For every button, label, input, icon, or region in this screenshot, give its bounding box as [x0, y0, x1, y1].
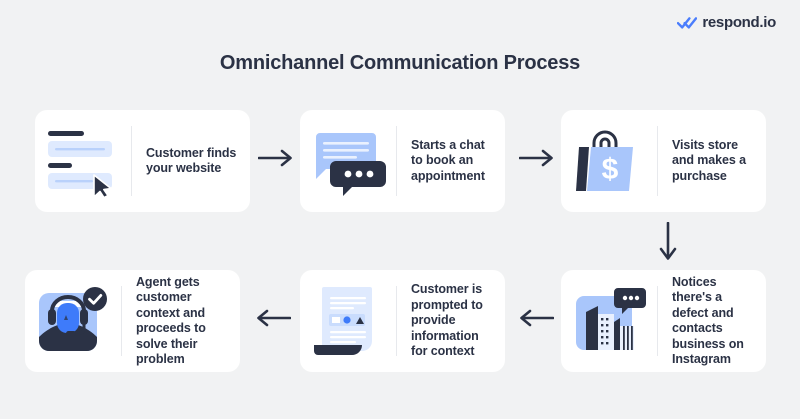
page-title: Omnichannel Communication Process	[219, 52, 581, 74]
step-card-4: Notices there's a defect and contacts bu…	[561, 270, 766, 372]
double-check-icon	[677, 16, 698, 30]
city-buildings-chat-icon	[561, 270, 657, 372]
step-card-5: Customer is prompted to provide informat…	[300, 270, 505, 372]
step-card-3-label: Visits store and makes a purchase	[672, 137, 746, 183]
step-card-1: Customer finds your website	[35, 110, 250, 212]
card-divider	[396, 126, 397, 196]
shopping-bag-dollar-icon: $	[561, 110, 657, 212]
support-agent-check-icon	[25, 270, 121, 372]
brand-name: respond.io	[702, 14, 776, 31]
document-form-icon	[300, 270, 396, 372]
svg-text:$: $	[602, 153, 619, 186]
step-card-5-label: Customer is prompted to provide informat…	[411, 282, 483, 359]
step-card-1-label: Customer finds your website	[146, 145, 237, 176]
arrow-right-icon-1	[258, 146, 294, 170]
card-divider	[121, 286, 122, 356]
arrow-left-icon-2	[255, 306, 291, 330]
card-divider	[657, 286, 658, 356]
arrow-left-icon-1	[518, 306, 554, 330]
step-card-6-label: Agent gets customer context and proceeds…	[136, 274, 206, 367]
card-divider	[657, 126, 658, 196]
card-divider	[131, 126, 132, 196]
step-card-6: Agent gets customer context and proceeds…	[25, 270, 240, 372]
step-card-2: Starts a chat to book an appointment	[300, 110, 505, 212]
card-divider	[396, 286, 397, 356]
arrow-down-icon	[655, 222, 681, 262]
webform-cursor-icon	[35, 110, 131, 212]
chat-bubbles-icon	[300, 110, 396, 212]
arrow-right-icon-2	[519, 146, 555, 170]
step-card-3: $ Visits store and makes a purchase	[561, 110, 766, 212]
step-card-2-label: Starts a chat to book an appointment	[411, 137, 485, 183]
brand-logo: respond.io	[677, 14, 776, 31]
step-card-4-label: Notices there's a defect and contacts bu…	[672, 274, 744, 367]
